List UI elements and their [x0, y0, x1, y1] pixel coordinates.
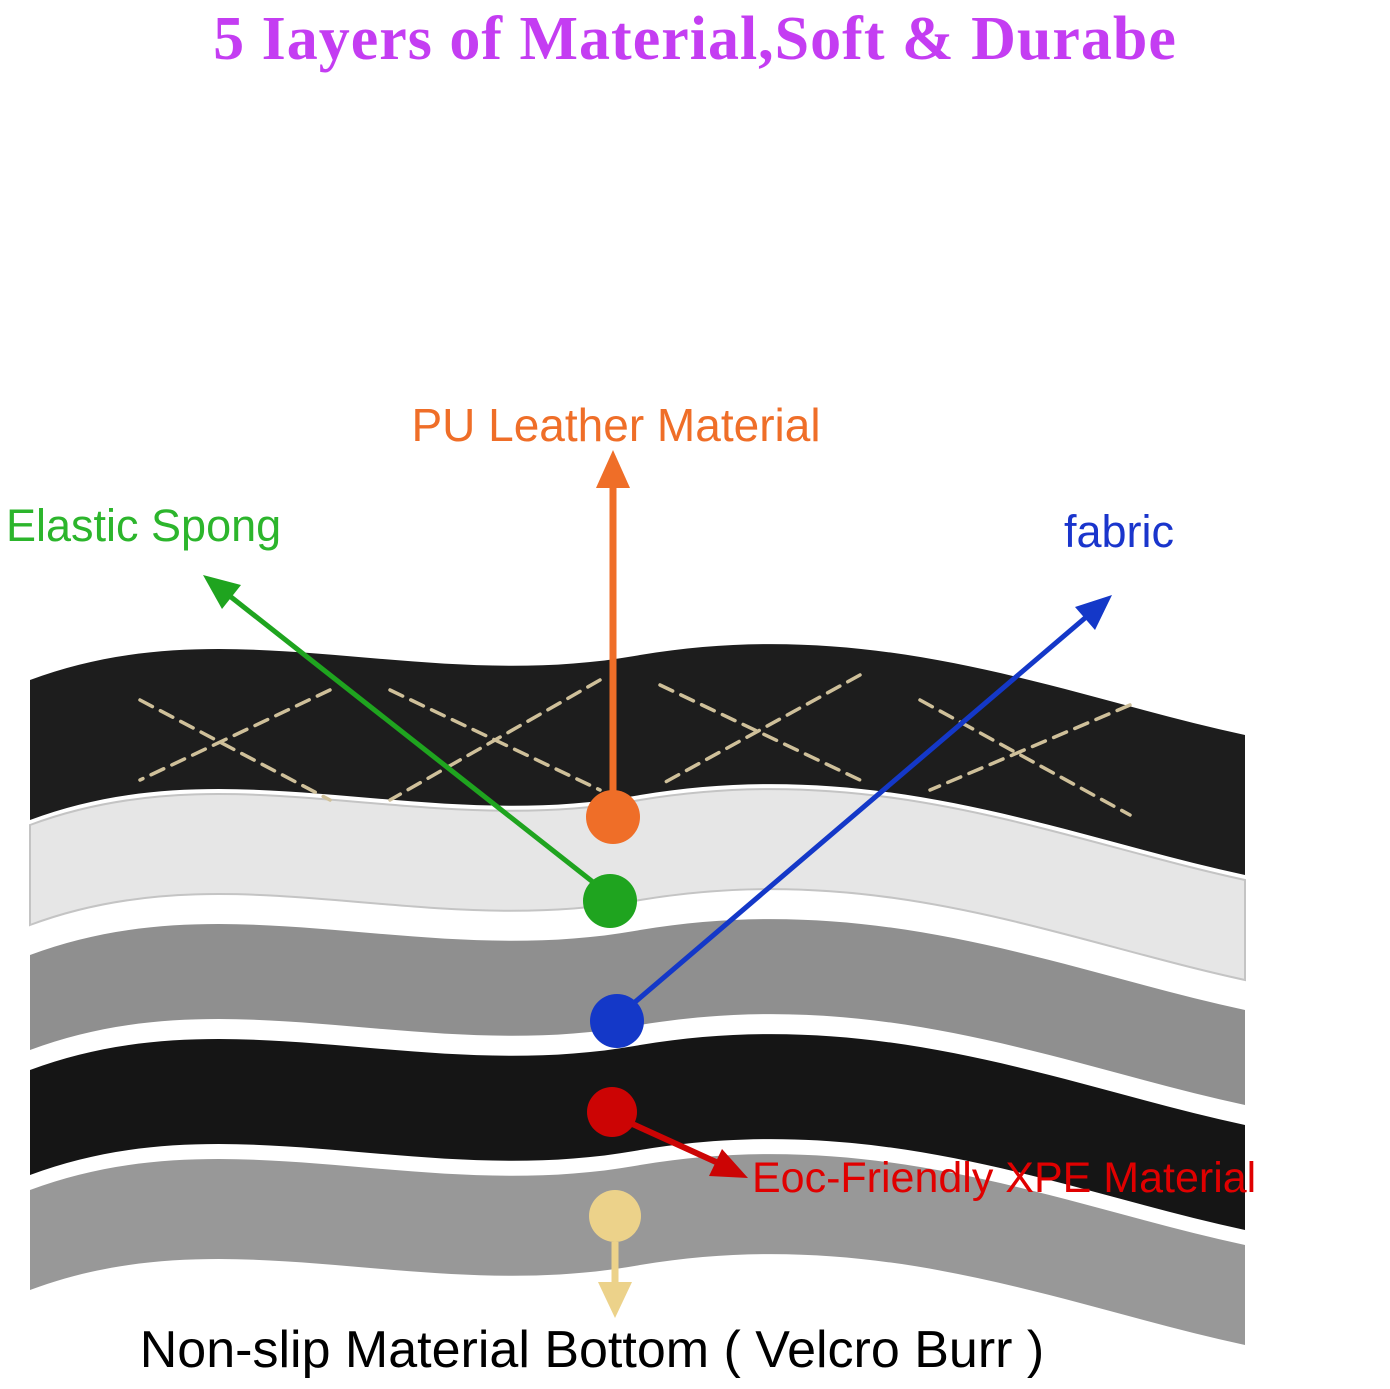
layer-xpe-foam: [30, 1034, 1245, 1230]
stitch-line: [388, 678, 602, 802]
stitch-line: [138, 688, 332, 782]
xpe-arrow: [626, 1119, 718, 1165]
xpe-dot: [587, 1087, 637, 1137]
stitch-line: [918, 698, 1132, 817]
label-elastic-sponge: Elastic Spong: [6, 500, 282, 551]
pu-leather-arrowhead-icon: [596, 450, 630, 488]
label-xpe-material: Eoc-Friendly XPE Material: [752, 1154, 1257, 1202]
pu-leather-dot: [586, 790, 640, 844]
label-fabric: fabric: [1064, 506, 1175, 557]
label-pu-leather: PU Leather Material: [411, 399, 821, 451]
leather-stitching: [138, 673, 1132, 817]
diagram-title: 5 Iayers of Material,Soft & Durabe: [213, 5, 1177, 73]
layer-pu-leather: [30, 644, 1245, 875]
fabric-arrowhead-icon: [1075, 595, 1112, 630]
stitch-line: [658, 673, 862, 787]
xpe-arrowhead-icon: [709, 1149, 748, 1178]
label-non-slip-bottom: Non-slip Material Bottom ( Velcro Burr ): [139, 1321, 1045, 1379]
non-slip-arrowhead-icon: [598, 1282, 632, 1318]
layer-elastic-sponge: [29, 788, 1246, 982]
stitch-line: [138, 698, 332, 802]
elastic-sponge-arrowhead-icon: [203, 575, 241, 609]
stitch-line: [658, 683, 862, 782]
elastic-sponge-dot: [583, 874, 637, 928]
fabric-dot: [590, 994, 644, 1048]
non-slip-dot: [589, 1190, 641, 1242]
layer-non-slip-bottom: [30, 1154, 1245, 1345]
stitch-line: [928, 703, 1132, 792]
elastic-sponge-arrow: [229, 595, 600, 888]
fabric-arrow: [626, 616, 1087, 1010]
